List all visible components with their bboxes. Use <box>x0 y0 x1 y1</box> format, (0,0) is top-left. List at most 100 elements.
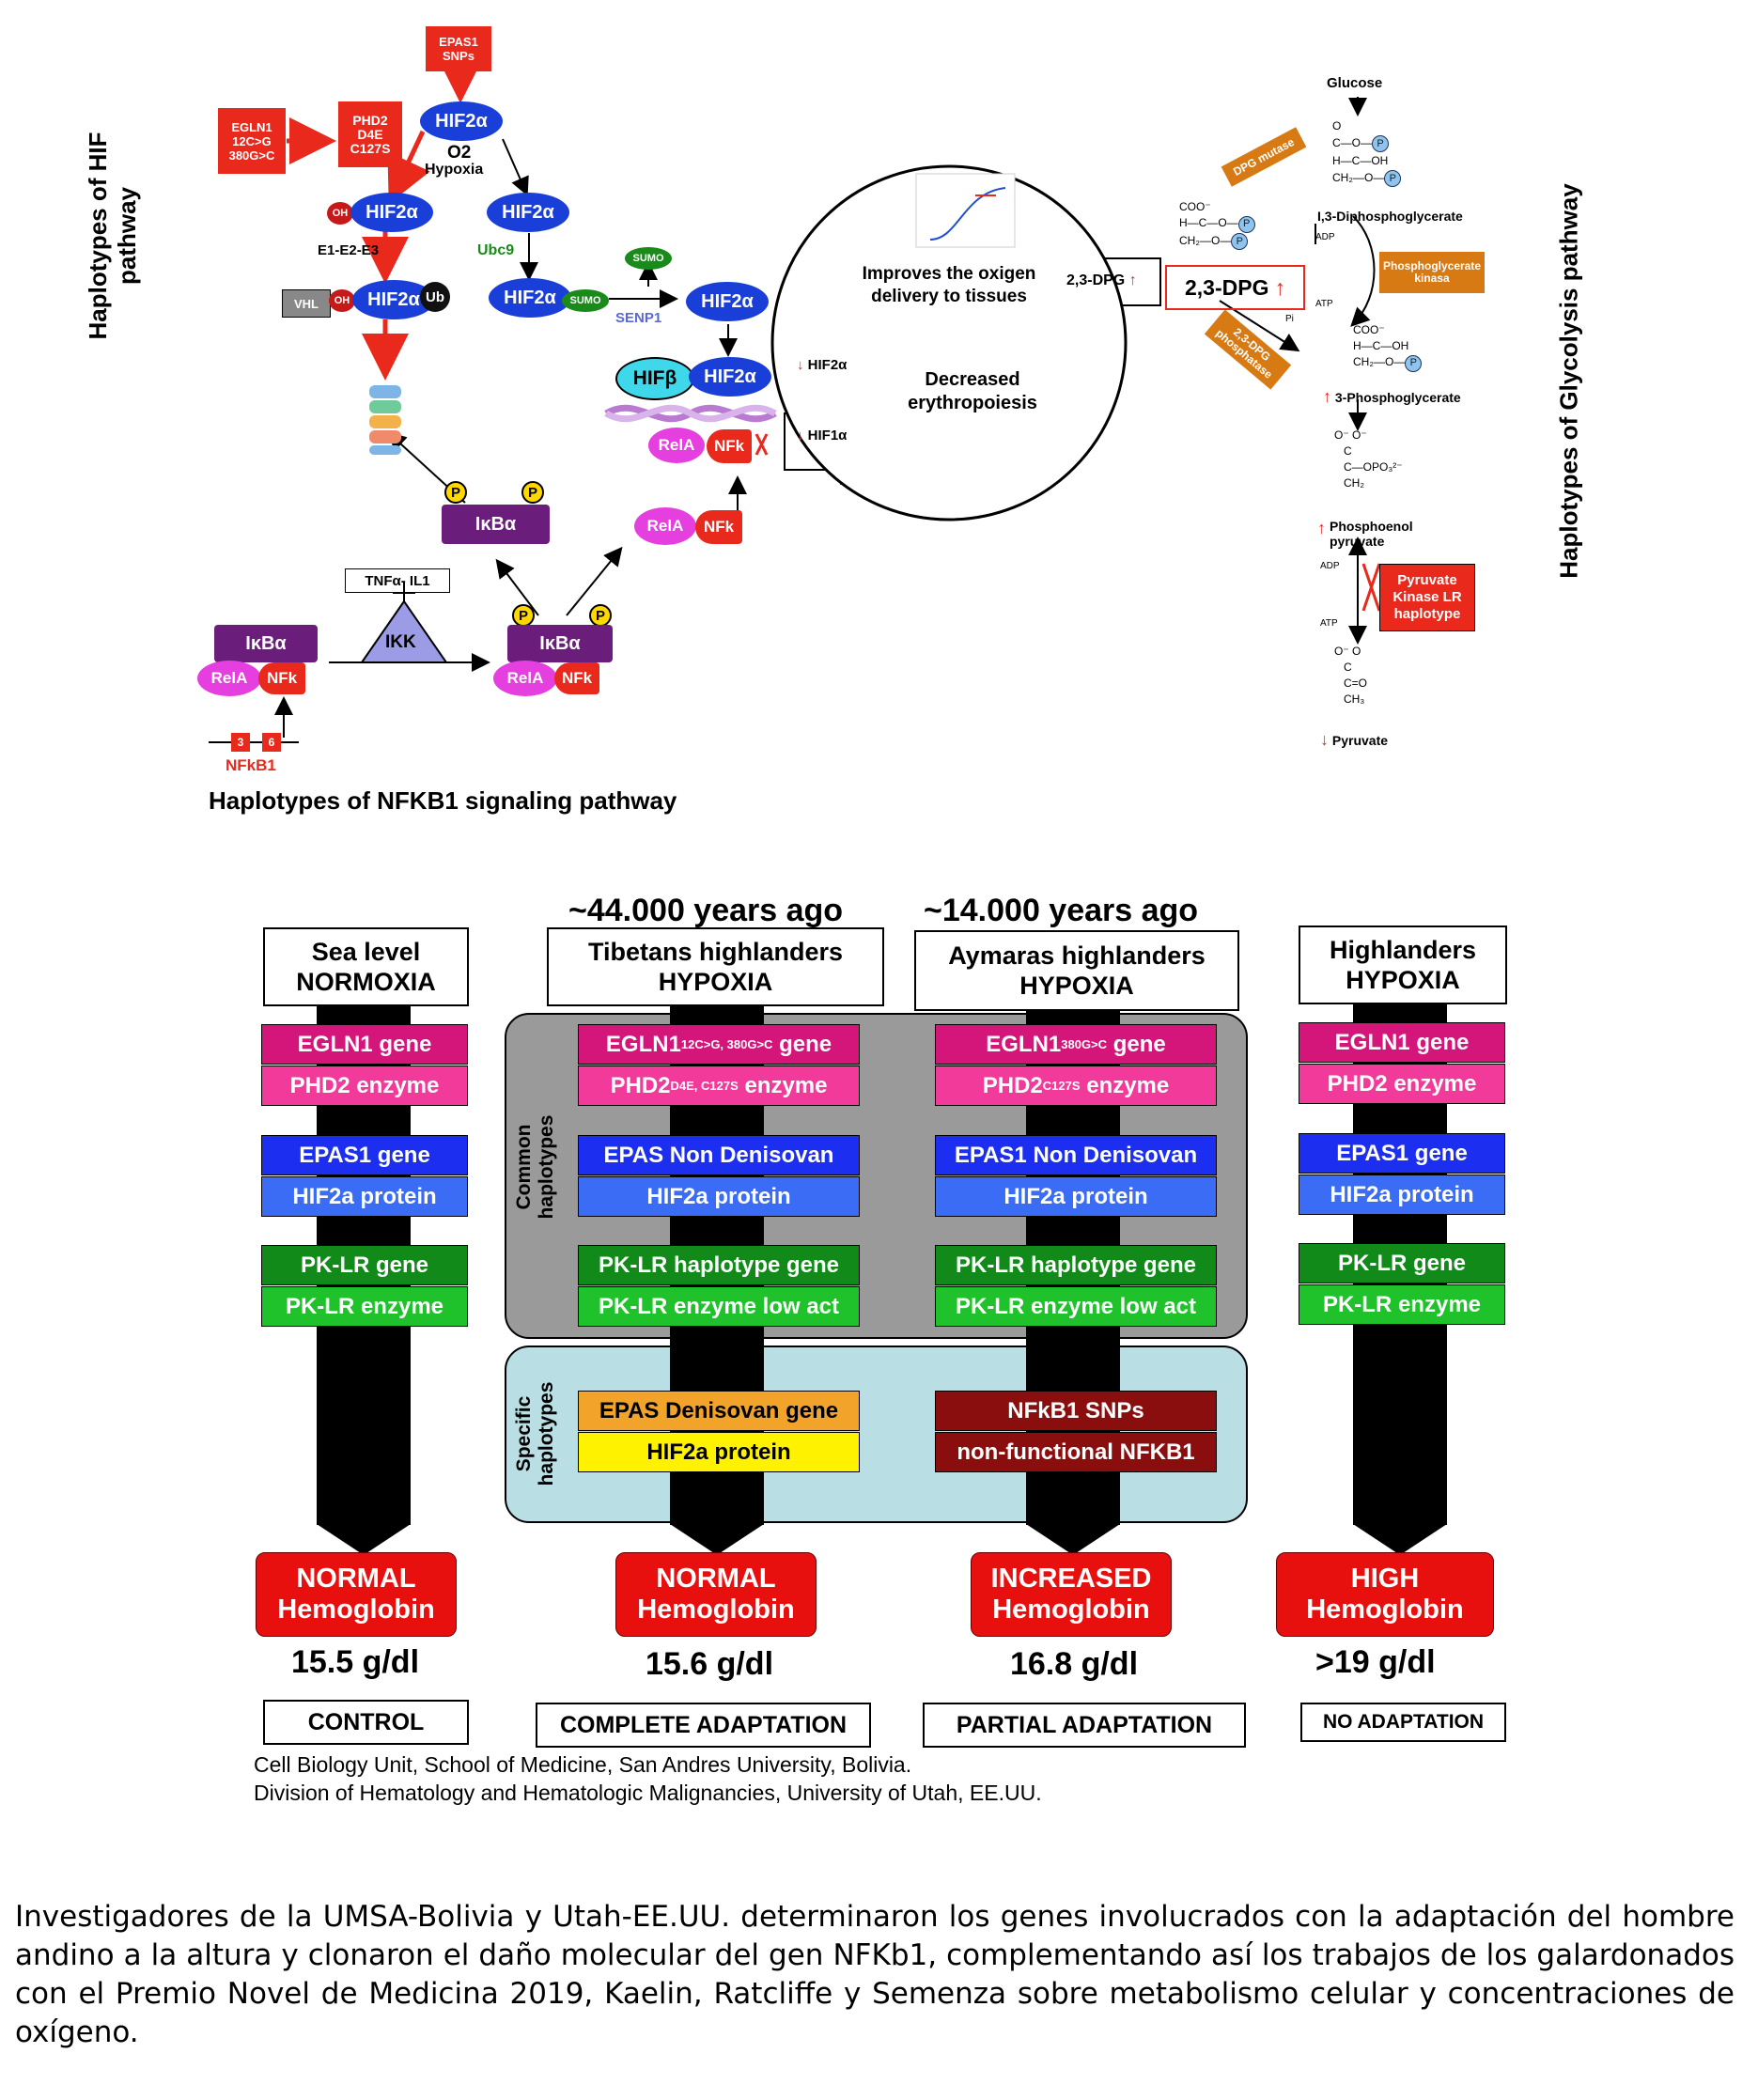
epas1-snps-box: EPAS1 SNPs <box>426 26 491 71</box>
header-aymaras: Aymaras highlanders HYPOXIA <box>914 930 1239 1011</box>
improves-text: Improves the oxigen delivery to tissues <box>862 264 1036 306</box>
o2-label: O2 <box>447 143 472 163</box>
col1-hif2a-protein: HIF2a protein <box>261 1176 468 1217</box>
credit-line-1: Cell Biology Unit, School of Medicine, S… <box>254 1752 912 1777</box>
label-partial: PARTIAL ADAPTATION <box>923 1703 1246 1748</box>
header-line-1: Aymaras highlanders <box>948 941 1206 970</box>
hb-box-aymaras: INCREASED Hemoglobin <box>971 1552 1172 1637</box>
hb-value-highlanders: >19 g/dl <box>1315 1644 1436 1680</box>
hif2a-ellipse-ub: HIF2α <box>352 280 435 319</box>
e1e2e3-label: E1-E2-E3 <box>318 242 380 258</box>
dpg-big-box: 2,3-DPG↑ <box>1165 265 1305 310</box>
col3-egln1-sup: 380G>C <box>1061 1037 1108 1051</box>
down-arrow-icon: ↓ <box>797 357 804 373</box>
phd2-box: PHD2 D4E C127S <box>338 101 402 167</box>
col3-nfkb1-snps: NFkB1 SNPs <box>935 1391 1217 1431</box>
nfk-left: NFk <box>258 662 305 694</box>
pi-label: Pi <box>1285 314 1294 324</box>
dpg-small-label: 2,3-DPG ↑ <box>1066 272 1137 289</box>
hif2a-ellipse-sumo: HIF2α <box>489 278 571 318</box>
atp-label-2: ATP <box>1320 618 1338 629</box>
col4-pklr-enzyme: PK-LR enzyme <box>1299 1284 1505 1325</box>
phosphate-icon-5: P <box>1405 354 1423 372</box>
col3-epas1-gene: EPAS1 Non Denisovan <box>935 1135 1217 1175</box>
decreased-text: Decreased erythropoiesis <box>908 369 1037 413</box>
tnf-box: TNFα- IL1 <box>345 568 450 593</box>
hb-value-aymaras: 16.8 g/dl <box>1009 1646 1139 1682</box>
dpg-small-text: 2,3-DPG <box>1066 272 1126 288</box>
sumo-free-label: SUMO <box>632 253 664 264</box>
glucose-label: Glucose <box>1327 75 1383 91</box>
col3-phd2-tail: enzyme <box>1080 1072 1170 1098</box>
oh-badge: OH <box>327 202 353 225</box>
hifb-label: HIFβ <box>632 367 677 389</box>
dpg-big-text: 2,3-DPG <box>1185 274 1269 300</box>
rela-mid: RelA <box>634 507 696 545</box>
hif2a-ellipse-3: HIF2α <box>686 282 769 321</box>
hb-line-2: Hemoglobin <box>992 1594 1150 1625</box>
adp-label-2: ADP <box>1320 561 1340 571</box>
hif2a-ellipse-4: HIF2α <box>689 357 771 397</box>
header-tibetans: Tibetans highlanders HYPOXIA <box>547 927 884 1006</box>
col2-pklr-enzyme: PK-LR enzyme low act <box>578 1286 860 1327</box>
header-line-2: NORMOXIA <box>296 968 436 996</box>
hypoxia-label: Hypoxia <box>425 162 484 178</box>
tnf-label: TNFα- IL1 <box>365 572 430 589</box>
spanish-caption: Investigadores de la UMSA-Bolivia y Utah… <box>15 1900 1735 2049</box>
phospho-2: P <box>521 481 544 504</box>
col3-phd2-text: PHD2 <box>982 1072 1043 1098</box>
col1-pklr-enzyme: PK-LR enzyme <box>261 1286 468 1327</box>
pyruvate-label: ↓ Pyruvate <box>1320 730 1388 750</box>
col3-hif2a-protein: HIF2a protein <box>935 1176 1217 1217</box>
hb-value-control: 15.5 g/dl <box>290 1644 420 1680</box>
label-no-adaptation: NO ADAPTATION <box>1300 1703 1506 1742</box>
phosphate-icon-3: P <box>1237 215 1255 233</box>
hb-box-highlanders: HIGH Hemoglobin <box>1276 1552 1494 1637</box>
col2-egln1-tail: gene <box>772 1031 832 1057</box>
pep-label: ↑Phosphoenol pyruvate <box>1317 519 1413 549</box>
col3-pklr-gene: PK-LR haplotype gene <box>935 1245 1217 1285</box>
nfk-top: NFk <box>707 429 752 463</box>
col2-phd2-tail: enzyme <box>738 1072 828 1098</box>
credit-line-2: Division of Hematology and Hematologic M… <box>254 1781 1042 1805</box>
oh-badge-2: OH <box>329 289 355 312</box>
ubc9-label: Ubc9 <box>477 242 515 258</box>
hb-line-1: HIGH <box>1350 1563 1420 1594</box>
phosphate-icon-4: P <box>1231 233 1249 250</box>
up-arrow-icon: ↑ <box>1128 272 1137 288</box>
hif2a-ellipse-oh: HIF2α <box>350 193 433 232</box>
phospho-1: P <box>444 481 467 504</box>
hif2a-down-label: ↓ HIF2α <box>797 357 847 373</box>
proteasome <box>369 385 401 455</box>
ikba-phospho-top: IκBα <box>442 505 550 544</box>
ub-label: Ub <box>426 288 444 305</box>
hb-line-2: Hemoglobin <box>637 1594 795 1625</box>
up-arrow-icon-2: ↑ <box>1274 274 1285 300</box>
header-line-1: Tibetans highlanders <box>587 938 844 966</box>
hb-line-1: NORMAL <box>296 1563 416 1594</box>
hif1a-down-text: HIF1α <box>807 428 848 443</box>
col2-phd2-text: PHD2 <box>610 1072 671 1098</box>
hb-box-tibetans: NORMAL Hemoglobin <box>615 1552 817 1637</box>
col4-hif2a-protein: HIF2a protein <box>1299 1174 1505 1215</box>
pgk-box: Phosphoglycerate kinasa <box>1379 252 1485 293</box>
ikba-right: IκBα <box>507 625 613 662</box>
rela-right: RelA <box>493 661 557 696</box>
sumo-badge: SUMO <box>562 289 609 312</box>
oh-label: OH <box>332 208 349 219</box>
hifb-ellipse: HIFβ <box>615 357 694 400</box>
hb-line-1: INCREASED <box>990 1563 1152 1594</box>
hb-line-2: Hemoglobin <box>1306 1594 1464 1625</box>
hif2a-down-text: HIF2α <box>807 357 848 373</box>
nfk-mid: NFk <box>695 510 742 544</box>
col4-pklr-gene: PK-LR gene <box>1299 1243 1505 1283</box>
sumo-label: SUMO <box>569 295 601 306</box>
hif2a-ellipse-top: HIF2α <box>420 101 503 141</box>
hb-line-2: Hemoglobin <box>277 1594 435 1625</box>
hb-value-tibetans: 15.6 g/dl <box>645 1646 774 1682</box>
top-arrows <box>209 56 1381 743</box>
